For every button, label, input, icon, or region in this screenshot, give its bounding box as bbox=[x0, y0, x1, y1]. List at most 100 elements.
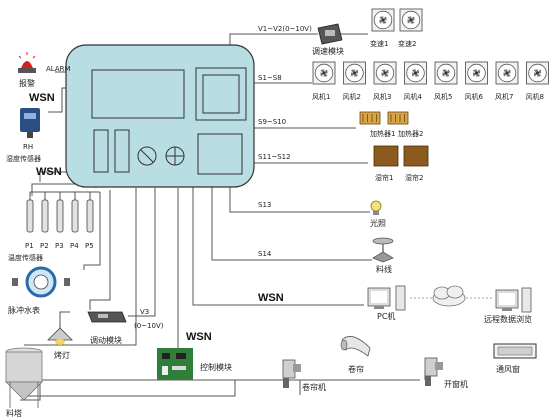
v1v2-label: V1~V2(0~10V) bbox=[258, 25, 312, 33]
fan-label: 风机7 bbox=[495, 92, 513, 101]
fan-icon bbox=[495, 61, 519, 85]
pc-icon bbox=[367, 285, 406, 311]
pulse-meter-label: 脉冲水表 bbox=[8, 305, 40, 315]
fan-icon bbox=[373, 61, 397, 85]
curtain-label: 卷帘 bbox=[348, 364, 364, 374]
window-opener-label: 开窗机 bbox=[444, 379, 468, 389]
rh-label: RH bbox=[23, 143, 33, 151]
feeder-label: 料线 bbox=[376, 264, 392, 274]
fan-icon bbox=[404, 61, 427, 85]
main-controller bbox=[65, 44, 255, 188]
fan-icon bbox=[312, 61, 336, 85]
vfd-label: 变速1 bbox=[370, 39, 388, 48]
fan-label: 风机4 bbox=[404, 92, 423, 101]
wet-curtain-row: 湿帘1 湿帘2 bbox=[373, 145, 429, 182]
dimmer-module-label: 调动模块 bbox=[90, 335, 122, 345]
s9s10-label: S9~S10 bbox=[258, 118, 286, 126]
control-module-icon bbox=[157, 348, 193, 380]
temp-probe-icon bbox=[56, 199, 64, 233]
water-meter-icon bbox=[12, 266, 70, 298]
heater-icon bbox=[359, 111, 381, 125]
lighting-label: 光照 bbox=[370, 218, 386, 228]
temp-probe-icon bbox=[41, 199, 49, 233]
dimmer-module-icon bbox=[87, 311, 127, 323]
s13-label: S13 bbox=[258, 201, 271, 209]
wet-curtain-icon bbox=[403, 145, 429, 167]
wet-curtain-icon bbox=[373, 145, 399, 167]
dimmer-range-label: (0~10V) bbox=[134, 322, 164, 330]
internet-cloud-icon bbox=[432, 285, 466, 307]
probe-label: P2 bbox=[40, 242, 49, 250]
vfd-fan-icon bbox=[371, 8, 395, 32]
heater-label: 加热器2 bbox=[398, 129, 423, 138]
heater-label: 加热器1 bbox=[370, 129, 395, 138]
s14-label: S14 bbox=[258, 250, 272, 258]
window-opener-icon bbox=[424, 357, 443, 386]
temp-sensor-label: 温度传感器 bbox=[8, 253, 43, 262]
heater-icon bbox=[387, 111, 409, 125]
humidity-sensor-icon bbox=[20, 108, 40, 138]
feed-tower-icon bbox=[5, 347, 43, 408]
speed-module-label: 调速模块 bbox=[312, 46, 344, 56]
alarm-light-icon bbox=[18, 52, 36, 73]
feed-tower-label: 料塔 bbox=[6, 408, 22, 418]
wsn-label-left-mid: WSN bbox=[36, 166, 62, 178]
controller-slot-2 bbox=[114, 129, 130, 173]
alarm-en-label: ALARM bbox=[46, 65, 71, 73]
controller-display bbox=[91, 69, 185, 119]
wet-curtain-label: 湿帘1 bbox=[375, 173, 393, 182]
vent-window-label: 通风窗 bbox=[496, 364, 520, 374]
temp-probe-icon bbox=[26, 199, 34, 233]
temp-probes: P1 P2 P3 P4 P5 bbox=[25, 192, 94, 250]
light-bulb-icon bbox=[370, 200, 382, 215]
heat-lamp-icon bbox=[47, 322, 73, 345]
fan-icon bbox=[343, 61, 366, 85]
probe-label: P3 bbox=[55, 242, 64, 250]
wsn-label-control: WSN bbox=[186, 331, 212, 343]
alarm-label: 报警 bbox=[19, 78, 35, 88]
control-module-label: 控制模块 bbox=[200, 362, 232, 372]
fan-row: 风机1 风机2 风机3 风机4 风机5 风机6 风机7 风机8 bbox=[312, 61, 549, 101]
humidity-sensor-label: 湿度传感器 bbox=[6, 154, 41, 163]
wsn-label-pc: WSN bbox=[258, 292, 284, 304]
fan-label: 风机2 bbox=[343, 92, 361, 101]
probe-label: P1 bbox=[25, 242, 34, 250]
wsn-label-left-top: WSN bbox=[29, 92, 55, 104]
fan-icon bbox=[434, 61, 458, 85]
temp-probe-icon bbox=[71, 199, 79, 233]
fan-icon bbox=[526, 61, 549, 85]
knob-icon bbox=[137, 146, 157, 166]
fan-label: 风机6 bbox=[465, 92, 484, 101]
controller-panel-top bbox=[195, 67, 247, 121]
fan-label: 风机1 bbox=[312, 92, 330, 101]
temp-probe-icon bbox=[86, 199, 94, 233]
curtain-machine-icon bbox=[282, 359, 301, 388]
fan-label: 风机5 bbox=[434, 92, 452, 101]
controller-slot-1 bbox=[93, 129, 109, 173]
pc-label: PC机 bbox=[377, 311, 395, 321]
probe-label: P5 bbox=[85, 242, 94, 250]
vfd-label: 变速2 bbox=[398, 39, 416, 48]
fan-icon bbox=[465, 61, 488, 85]
s1s8-label: S1~S8 bbox=[258, 74, 282, 82]
vfd-fan-icon bbox=[399, 8, 423, 32]
controller-panel-bottom bbox=[197, 133, 243, 175]
vfd-fans: 变速1 变速2 bbox=[370, 8, 423, 48]
fan-label: 风机8 bbox=[526, 92, 544, 101]
speed-module-icon bbox=[317, 23, 343, 45]
wet-curtain-label: 湿帘2 bbox=[405, 173, 423, 182]
curtain-roll-icon bbox=[340, 336, 371, 357]
vent-window-icon bbox=[493, 343, 537, 359]
remote-browse-label: 远程数据浏览 bbox=[484, 314, 532, 324]
controller-body bbox=[65, 44, 255, 188]
fan-label: 风机3 bbox=[373, 92, 391, 101]
heat-lamp-label: 烤灯 bbox=[54, 350, 70, 360]
feeder-icon bbox=[372, 237, 394, 263]
remote-pc-icon bbox=[495, 287, 532, 313]
s11s12-label: S11~S12 bbox=[258, 153, 291, 161]
v3-label: V3 bbox=[140, 308, 149, 316]
probe-label: P4 bbox=[70, 242, 79, 250]
curtain-machine-label: 卷帘机 bbox=[302, 382, 326, 392]
